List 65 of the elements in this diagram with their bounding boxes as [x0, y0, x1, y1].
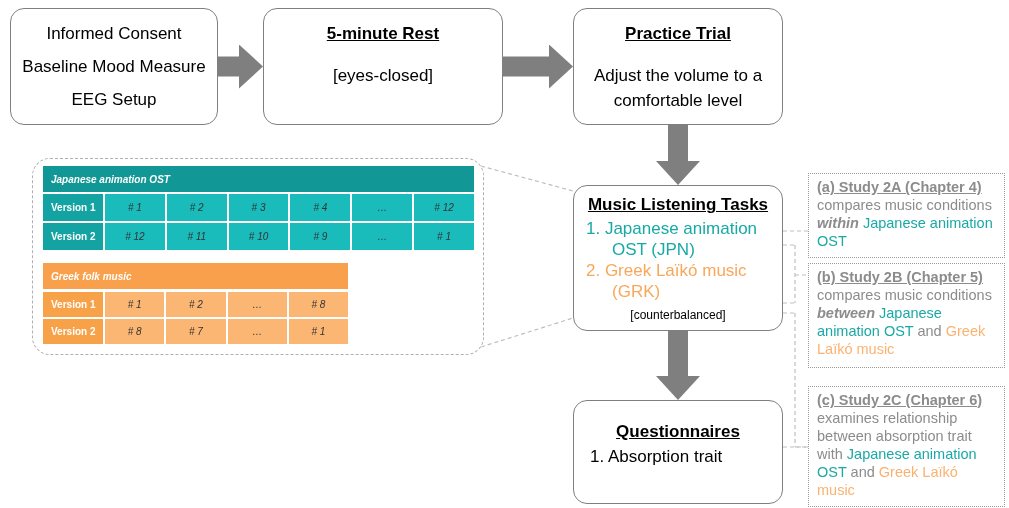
- block-arrow: [218, 44, 263, 89]
- table-heading: Japanese animation OST: [51, 172, 170, 187]
- step-text: [eyes-closed]: [332, 64, 434, 87]
- study-note-box: [808, 386, 1005, 507]
- step-box: [573, 8, 783, 125]
- step-text: Baseline Mood Measure: [22, 55, 206, 78]
- table-cell: # 7: [166, 319, 226, 344]
- row-header-cell: Version 1: [43, 292, 103, 317]
- list-item: 2. Greek Laïkó music (GRK): [586, 259, 748, 302]
- study-note-box: [808, 263, 1005, 368]
- study-heading: (b) Study 2B (Chapter 5): [817, 268, 984, 286]
- study-heading: (c) Study 2C (Chapter 6): [817, 391, 984, 409]
- study-note-box: [808, 173, 1005, 258]
- step-heading: Practice Trial: [625, 23, 731, 45]
- step-text: 1. Absorption trait: [590, 446, 723, 468]
- table-cell: …: [352, 194, 413, 221]
- table-header-band: [43, 166, 474, 192]
- step-box: [10, 8, 218, 125]
- table-cell: # 9: [290, 223, 351, 250]
- step-heading: Music Listening Tasks: [587, 194, 769, 217]
- step-box: [573, 185, 783, 331]
- connector-line: [782, 230, 809, 232]
- table-cell: …: [352, 223, 413, 250]
- table-cell: # 1: [288, 319, 348, 344]
- table-heading: Greek folk music: [51, 269, 132, 284]
- list-item: 1. Japanese animation OST (JPN): [586, 217, 759, 260]
- row-header-cell: Version 2: [43, 319, 103, 344]
- table-cell: # 4: [290, 194, 351, 221]
- step-note: [counterbalanced]: [630, 306, 726, 324]
- block-arrow: [656, 331, 700, 400]
- block-arrow: [656, 125, 700, 185]
- row-header-cell: Version 2: [43, 223, 103, 250]
- table-cell: # 12: [414, 194, 474, 221]
- study-description: compares music conditions between Japanese animation OST and Greek Laïkó music: [817, 286, 993, 358]
- table-cell: # 8: [288, 292, 348, 317]
- table-cell: # 10: [228, 223, 289, 250]
- table-cell: # 3: [228, 194, 289, 221]
- table-cell: …: [227, 292, 287, 317]
- step-heading: 5-minute Rest: [326, 23, 440, 45]
- row-header-cell: Version 1: [43, 194, 103, 221]
- table-cell: # 2: [166, 292, 226, 317]
- step-text: Adjust the volume to a comfortable level: [592, 64, 764, 112]
- connector-line: [480, 317, 574, 348]
- table-cell: # 12: [105, 223, 165, 250]
- step-heading: Questionnaires: [616, 420, 740, 443]
- table-cell: # 1: [105, 194, 165, 221]
- step-text: EEG Setup: [71, 88, 157, 111]
- zoom-callout: [32, 158, 484, 355]
- study-description: examines relationship between absorption trait with Japanese animation OST and Greek Laïkó music: [817, 409, 978, 499]
- table-cell: # 1: [105, 292, 165, 317]
- connector-line: [480, 165, 574, 192]
- study-description: compares music conditions within Japanese animation OST: [817, 196, 994, 250]
- table-cell: # 1: [414, 223, 474, 250]
- step-text: Informed Consent: [46, 22, 182, 45]
- step-box: [573, 400, 783, 504]
- study-heading: (a) Study 2A (Chapter 4): [817, 178, 983, 196]
- table-cell: # 11: [166, 223, 227, 250]
- table-cell: …: [227, 319, 287, 344]
- connector-line: [782, 244, 809, 304]
- table-cell: # 2: [166, 194, 227, 221]
- step-box: [263, 8, 503, 125]
- block-arrow: [503, 44, 573, 89]
- table-cell: # 8: [105, 319, 165, 344]
- table-header-band: [43, 263, 348, 289]
- connector-line: [782, 446, 809, 448]
